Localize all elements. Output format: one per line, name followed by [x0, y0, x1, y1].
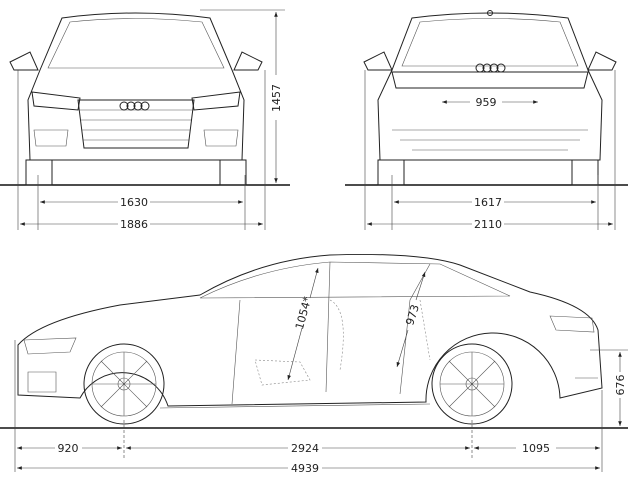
rear-overhang-label: 1095: [522, 442, 550, 455]
side-body-outline: [17, 253, 603, 407]
height-label: 1457: [270, 84, 283, 112]
rear-view: 959 1617 2110: [345, 10, 628, 231]
front-overhang-label: 920: [58, 442, 79, 455]
front-body-outline: [27, 12, 245, 161]
side-windows: [199, 261, 511, 299]
audi-rings-rear: [475, 63, 506, 73]
front-track-label: 1630: [120, 196, 148, 209]
front-grille: [77, 99, 195, 149]
side-view: 1054* 973 676 920 2924 1095 4939: [0, 253, 628, 475]
trunk-sill-height-label: 676: [614, 375, 627, 396]
rear-track-label: 1617: [474, 196, 502, 209]
front-wheel: [83, 343, 165, 425]
audi-rings-front: [119, 101, 150, 111]
length-label: 4939: [291, 462, 319, 475]
mirror-outlines: [9, 51, 263, 71]
front-width-label: 1886: [120, 218, 148, 231]
rear-width-label: 2110: [474, 218, 502, 231]
wheelbase-label: 2924: [291, 442, 319, 455]
rear-window-width-label: 959: [476, 96, 497, 109]
rear-headroom-label: 973: [403, 303, 422, 327]
rear-lights: [391, 71, 589, 89]
rear-body-outline: [377, 12, 603, 161]
front-headroom-label: 1054*: [293, 295, 314, 331]
rear-wheel: [431, 343, 513, 425]
front-view: 1630 1886 1457: [0, 9, 290, 231]
headlights: [31, 91, 241, 111]
